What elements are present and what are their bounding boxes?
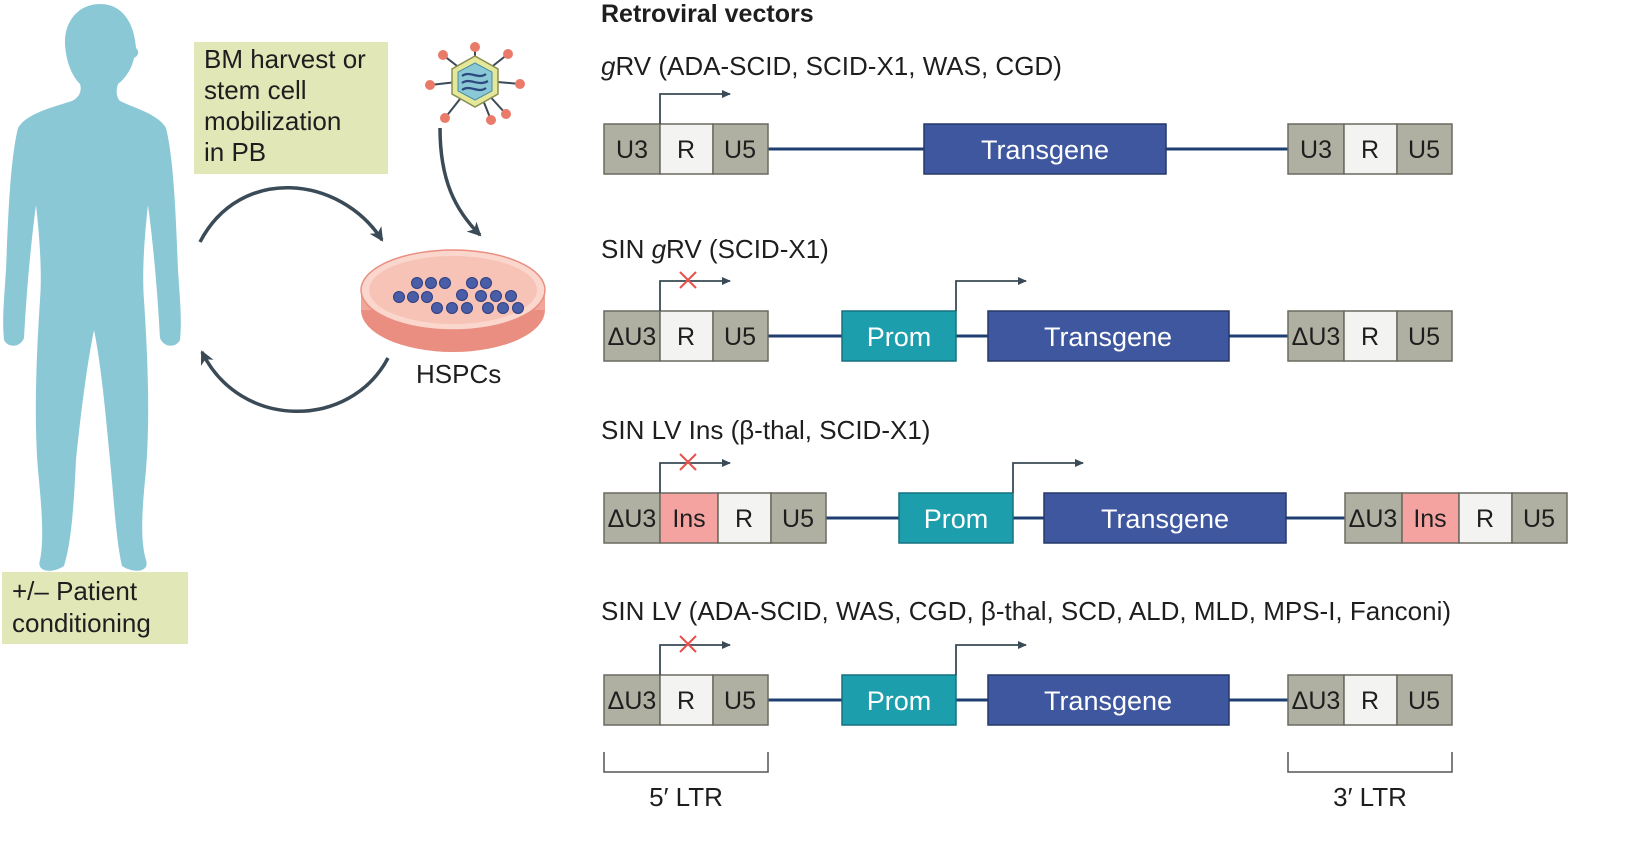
svg-text:ΔU3: ΔU3: [1349, 505, 1398, 533]
svg-text:Transgene: Transgene: [981, 135, 1109, 165]
svg-text:Prom: Prom: [867, 686, 932, 716]
svg-text:U5: U5: [1408, 687, 1440, 715]
transgene-block: [1043, 492, 1287, 544]
vector-row-sin-grv: ΔU3 R U5 Prom Transgene ΔU3 R U5: [603, 271, 1453, 362]
svg-text:R: R: [677, 136, 695, 164]
svg-text:Prom: Prom: [867, 322, 932, 352]
ltr-bracket-5prime: 5′ LTR: [603, 752, 769, 812]
inactive-promoter-arrow-icon: [659, 277, 731, 311]
conditioning-label-box: +/– Patient conditioning: [2, 572, 188, 644]
svg-text:R: R: [1476, 505, 1494, 533]
svg-text:Transgene: Transgene: [1044, 322, 1172, 352]
segment-u5: [1396, 123, 1453, 175]
promoter-arrow-icon: [955, 641, 1027, 675]
svg-text:R: R: [1361, 687, 1379, 715]
inactive-promoter-arrow-icon: [659, 641, 731, 675]
ltr-label-3prime: 3′ LTR: [1333, 782, 1407, 812]
transgene-block: [987, 674, 1230, 726]
cycle-arrow-top-icon: [198, 186, 384, 243]
promoter-arrow-icon: [955, 277, 1027, 311]
prom-block: [898, 492, 1014, 544]
svg-text:U5: U5: [724, 136, 756, 164]
svg-text:U5: U5: [1523, 505, 1555, 533]
transgene-block: [987, 310, 1230, 362]
svg-text:U5: U5: [782, 505, 814, 533]
cross-mark-icon: [679, 635, 697, 653]
svg-text:ΔU3: ΔU3: [608, 505, 657, 533]
vector-title-sin-grv: SIN gRV (SCID-X1): [601, 234, 829, 264]
vector-title-sin-lv: SIN LV (ADA-SCID, WAS, CGD, β-thal, SCD,…: [601, 596, 1451, 626]
svg-text:ΔU3: ΔU3: [608, 687, 657, 715]
segment-u5: [712, 123, 769, 175]
svg-text:R: R: [677, 687, 695, 715]
cross-mark-icon: [679, 453, 697, 471]
vector-row-sin-lv-ins: ΔU3 Ins R U5 Prom Transgene ΔU3 Ins R U5: [603, 453, 1568, 544]
vector-row-sin-lv: ΔU3 R U5 Prom Transgene ΔU3 R U5: [603, 635, 1453, 726]
vector-row-grv: U3 R U5 Transgene U3 R U5: [603, 90, 1453, 175]
conditioning-label-line-1: +/– Patient: [12, 576, 138, 606]
transgene-block: [923, 123, 1167, 175]
svg-text:R: R: [1361, 323, 1379, 351]
segment-u3: [603, 123, 661, 175]
harvest-label-line-1: BM harvest or: [204, 44, 366, 74]
svg-text:R: R: [677, 323, 695, 351]
svg-text:R: R: [735, 505, 753, 533]
svg-text:Prom: Prom: [924, 504, 989, 534]
svg-text:Transgene: Transgene: [1044, 686, 1172, 716]
svg-text:U5: U5: [1408, 136, 1440, 164]
prom-block: [841, 310, 957, 362]
harvest-label-line-4: in PB: [204, 137, 266, 167]
svg-text:Ins: Ins: [672, 505, 705, 533]
patient-silhouette-icon: [3, 4, 181, 571]
svg-text:U5: U5: [724, 323, 756, 351]
harvest-label-box: BM harvest or stem cell mobilization in …: [194, 42, 388, 174]
svg-text:Transgene: Transgene: [1101, 504, 1229, 534]
ltr-bracket-3prime: 3′ LTR: [1287, 752, 1453, 812]
virus-arrow-icon: [438, 127, 482, 237]
svg-text:Ins: Ins: [1413, 505, 1446, 533]
segment-r: [659, 123, 714, 175]
svg-text:U3: U3: [1300, 136, 1332, 164]
svg-text:ΔU3: ΔU3: [1292, 687, 1341, 715]
cross-mark-icon: [679, 271, 697, 289]
svg-text:U5: U5: [724, 687, 756, 715]
promoter-arrow-icon: [1012, 459, 1084, 493]
cycle-arrow-bottom-icon: [200, 350, 390, 413]
svg-text:R: R: [1361, 136, 1379, 164]
segment-u3: [1287, 123, 1345, 175]
svg-text:U5: U5: [1408, 323, 1440, 351]
culture-dish-icon: [360, 249, 546, 352]
svg-text:ΔU3: ΔU3: [608, 323, 657, 351]
svg-text:U3: U3: [616, 136, 648, 164]
vector-title-grv: gRV (ADA-SCID, SCID-X1, WAS, CGD): [601, 51, 1062, 81]
svg-text:ΔU3: ΔU3: [1292, 323, 1341, 351]
promoter-arrow-icon: [659, 90, 731, 124]
harvest-label-line-3: mobilization: [204, 106, 341, 136]
panel-title: Retroviral vectors: [601, 0, 814, 28]
ltr-label-5prime: 5′ LTR: [649, 782, 723, 812]
prom-block: [841, 674, 957, 726]
hspcs-label: HSPCs: [416, 359, 501, 389]
virus-particle-icon: [425, 42, 525, 125]
harvest-label-line-2: stem cell: [204, 75, 307, 105]
inactive-promoter-arrow-icon: [659, 459, 731, 493]
vector-title-sin-lv-ins: SIN LV Ins (β-thal, SCID-X1): [601, 415, 930, 445]
conditioning-label-line-2: conditioning: [12, 608, 151, 638]
